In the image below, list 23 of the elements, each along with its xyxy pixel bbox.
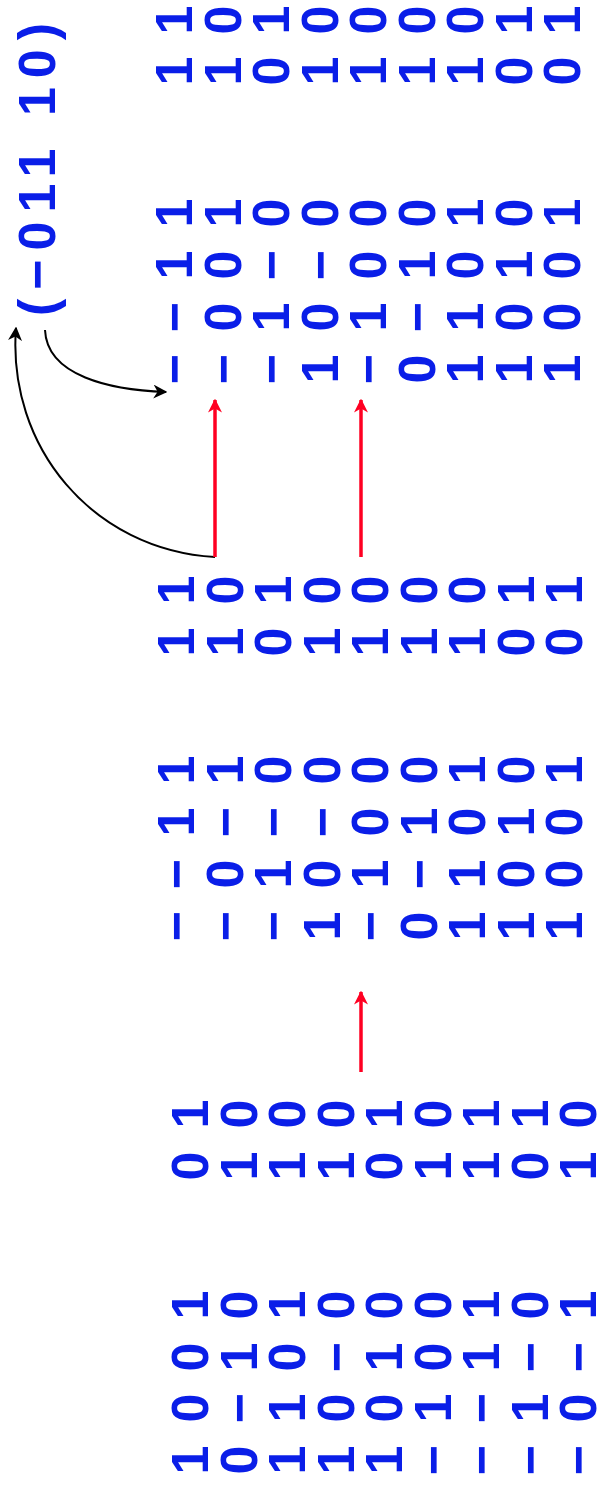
- bit-row-text: 110000101: [152, 754, 589, 787]
- arrow: [208, 398, 222, 557]
- bit-row-text: 1−−−01010: [152, 805, 589, 840]
- arrow: [354, 990, 368, 1072]
- bit-row-text: 110111100: [150, 55, 587, 88]
- bit-row-text: 101000101: [166, 1289, 598, 1322]
- bit-row-text: 100010110: [166, 1098, 598, 1131]
- bit-row-text: 101000011: [152, 574, 589, 607]
- arrow: [44, 329, 168, 399]
- bit-row-text: 010−101−−: [166, 1340, 598, 1375]
- bit-row-text: 011101101: [166, 1150, 598, 1183]
- bit-row-text: −−−1−0111: [152, 909, 589, 944]
- arrow: [8, 326, 216, 558]
- bit-row-text: 110111100: [152, 626, 589, 659]
- bit-row-text: −0101−100: [150, 300, 587, 335]
- bit-row-text: 101000011: [150, 4, 587, 37]
- bit-row-text: 0−1001−10: [166, 1391, 598, 1426]
- bit-row-text: −−−1−0111: [150, 352, 587, 387]
- bit-row-text: 10−−01010: [150, 248, 587, 283]
- bit-row-text: 110000101: [150, 197, 587, 230]
- bit-row-text: 10111−−−−: [166, 1443, 598, 1478]
- arrow: [354, 398, 368, 557]
- bit-row-text: −0101−100: [152, 857, 589, 892]
